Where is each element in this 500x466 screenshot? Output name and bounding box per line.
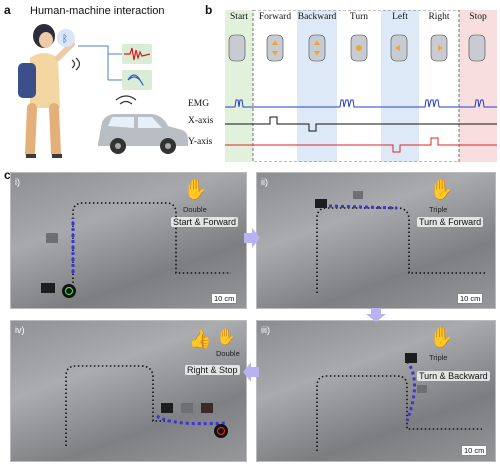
column-label-left: Left [392, 12, 408, 22]
photo-iv-label: iv) [15, 325, 25, 335]
hand-gesture-icon: ✋ [183, 179, 208, 201]
photo-panel-i: i) Double Start & Forward 10 cm ✋ [10, 172, 247, 309]
column-label-turn: Turn [349, 12, 369, 22]
photo-iii-scale: 10 cm [461, 445, 488, 456]
emg-trace [225, 99, 497, 108]
photo-i-gesture: Double [183, 205, 207, 214]
photo-ii-label: ii) [261, 177, 268, 187]
column-label-start: Start [230, 12, 248, 22]
panel-a-title: Human-machine interaction [30, 5, 165, 17]
photo-i-label: i) [15, 177, 20, 187]
signal-label-emg: EMG [188, 99, 210, 109]
photo-panel-iii: iii) Triple Turn & Backward 10 cm ✋ [256, 320, 496, 462]
arrow-left-iii-to-iv [243, 362, 259, 382]
column-label-stop: Stop [469, 12, 487, 22]
bluetooth-icon [57, 29, 75, 47]
photo-iv-action: Right & Stop [185, 365, 240, 375]
y-axis-trace [225, 137, 497, 153]
photo-iii-label: iii) [261, 325, 270, 335]
panel-c-letter: c [4, 168, 11, 182]
signal-timing-chart [225, 10, 497, 162]
photo-i-action: Start & Forward [171, 217, 239, 227]
imu-signal-box [122, 70, 152, 90]
column-label-backward: Backward [297, 12, 337, 22]
photo-panel-iv: iv) Double Right & Stop 👍 ✋ [10, 320, 247, 462]
x-axis-trace [225, 116, 497, 132]
panel-a-letter: a [4, 3, 11, 17]
arrow-down-ii-to-iii [366, 308, 386, 322]
human-machine-illustration: ᛒ [18, 24, 188, 158]
photo-ii-scale: 10 cm [457, 293, 484, 304]
photo-iii-gesture: Triple [429, 353, 448, 362]
photo-panel-ii: ii) Triple Turn & Forward 10 cm ✋ [256, 172, 496, 309]
photo-iii-action: Turn & Backward [417, 371, 490, 381]
hand-gesture-icon: ✋ [429, 179, 454, 201]
column-label-right: Right [428, 12, 450, 22]
arrow-right-i-to-ii [244, 228, 260, 248]
hand-gesture-icon: ✋ [216, 329, 236, 346]
photo-ii-gesture: Triple [429, 205, 448, 214]
wireless-icon [71, 57, 81, 71]
panel-b-letter: b [205, 3, 213, 17]
car-illustration [98, 95, 188, 154]
person-figure [18, 24, 75, 158]
hand-gesture-icon: ✋ [429, 327, 454, 349]
signal-label-y-axis: Y-axis [188, 137, 213, 147]
signal-label-x-axis: X-axis [188, 116, 214, 126]
photo-ii-action: Turn & Forward [417, 217, 484, 227]
svg-text:ᛒ: ᛒ [62, 34, 68, 45]
photo-iv-gesture: Double [216, 349, 240, 358]
thumbs-up-icon: 👍 [189, 329, 212, 349]
column-label-forward: Forward [258, 12, 292, 22]
photo-i-scale: 10 cm [211, 293, 238, 304]
